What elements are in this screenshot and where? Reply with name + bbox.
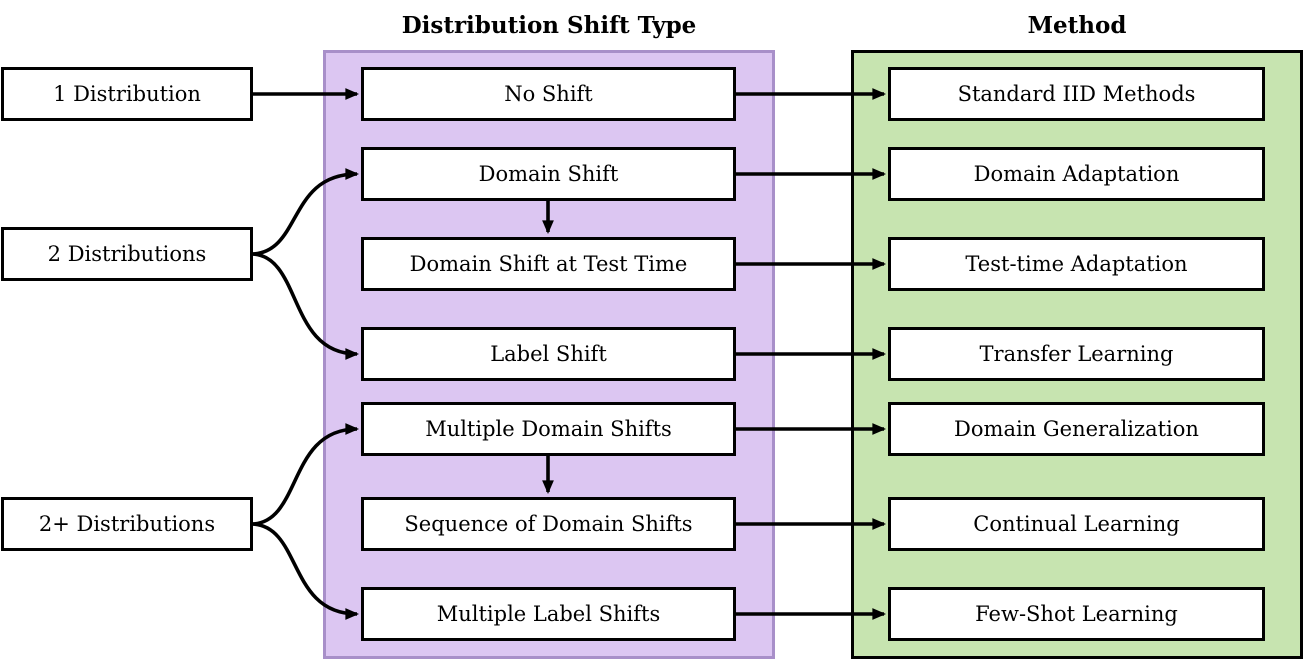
node-label: 1 Distribution [53, 82, 201, 106]
node-label: No Shift [504, 82, 593, 106]
node-label: Multiple Domain Shifts [425, 417, 672, 441]
node-label: 2 Distributions [47, 242, 207, 266]
node-transfer-learning: Transfer Learning [888, 327, 1265, 381]
node-label: Continual Learning [973, 512, 1180, 536]
node-label: Label Shift [490, 342, 607, 366]
node-label: Domain Generalization [954, 417, 1199, 441]
node-multiple-domain-shifts: Multiple Domain Shifts [361, 402, 736, 456]
node-label-shift: Label Shift [361, 327, 736, 381]
node-2plus-distributions: 2+ Distributions [1, 497, 253, 551]
node-domain-shift: Domain Shift [361, 147, 736, 201]
shift-type-column-title: Distribution Shift Type [401, 12, 697, 39]
node-label: 2+ Distributions [38, 512, 216, 536]
node-standard-iid-methods: Standard IID Methods [888, 67, 1265, 121]
node-domain-shift-at-test-time: Domain Shift at Test Time [361, 237, 736, 291]
node-continual-learning: Continual Learning [888, 497, 1265, 551]
node-label: Test-time Adaptation [965, 252, 1188, 276]
node-label: Domain Shift [478, 162, 619, 186]
node-label: Sequence of Domain Shifts [404, 512, 693, 536]
node-label: Few-Shot Learning [975, 602, 1178, 626]
node-label: Domain Shift at Test Time [409, 252, 688, 276]
node-label: Transfer Learning [979, 342, 1174, 366]
node-few-shot-learning: Few-Shot Learning [888, 587, 1265, 641]
node-multiple-label-shifts: Multiple Label Shifts [361, 587, 736, 641]
node-sequence-of-domain-shifts: Sequence of Domain Shifts [361, 497, 736, 551]
node-1-distribution: 1 Distribution [1, 67, 253, 121]
node-label: Standard IID Methods [957, 82, 1196, 106]
node-domain-adaptation: Domain Adaptation [888, 147, 1265, 201]
node-2-distributions: 2 Distributions [1, 227, 253, 281]
node-domain-generalization: Domain Generalization [888, 402, 1265, 456]
method-column-title: Method [1027, 12, 1127, 39]
node-label: Domain Adaptation [973, 162, 1180, 186]
node-no-shift: No Shift [361, 67, 736, 121]
node-label: Multiple Label Shifts [436, 602, 661, 626]
node-test-time-adaptation: Test-time Adaptation [888, 237, 1265, 291]
